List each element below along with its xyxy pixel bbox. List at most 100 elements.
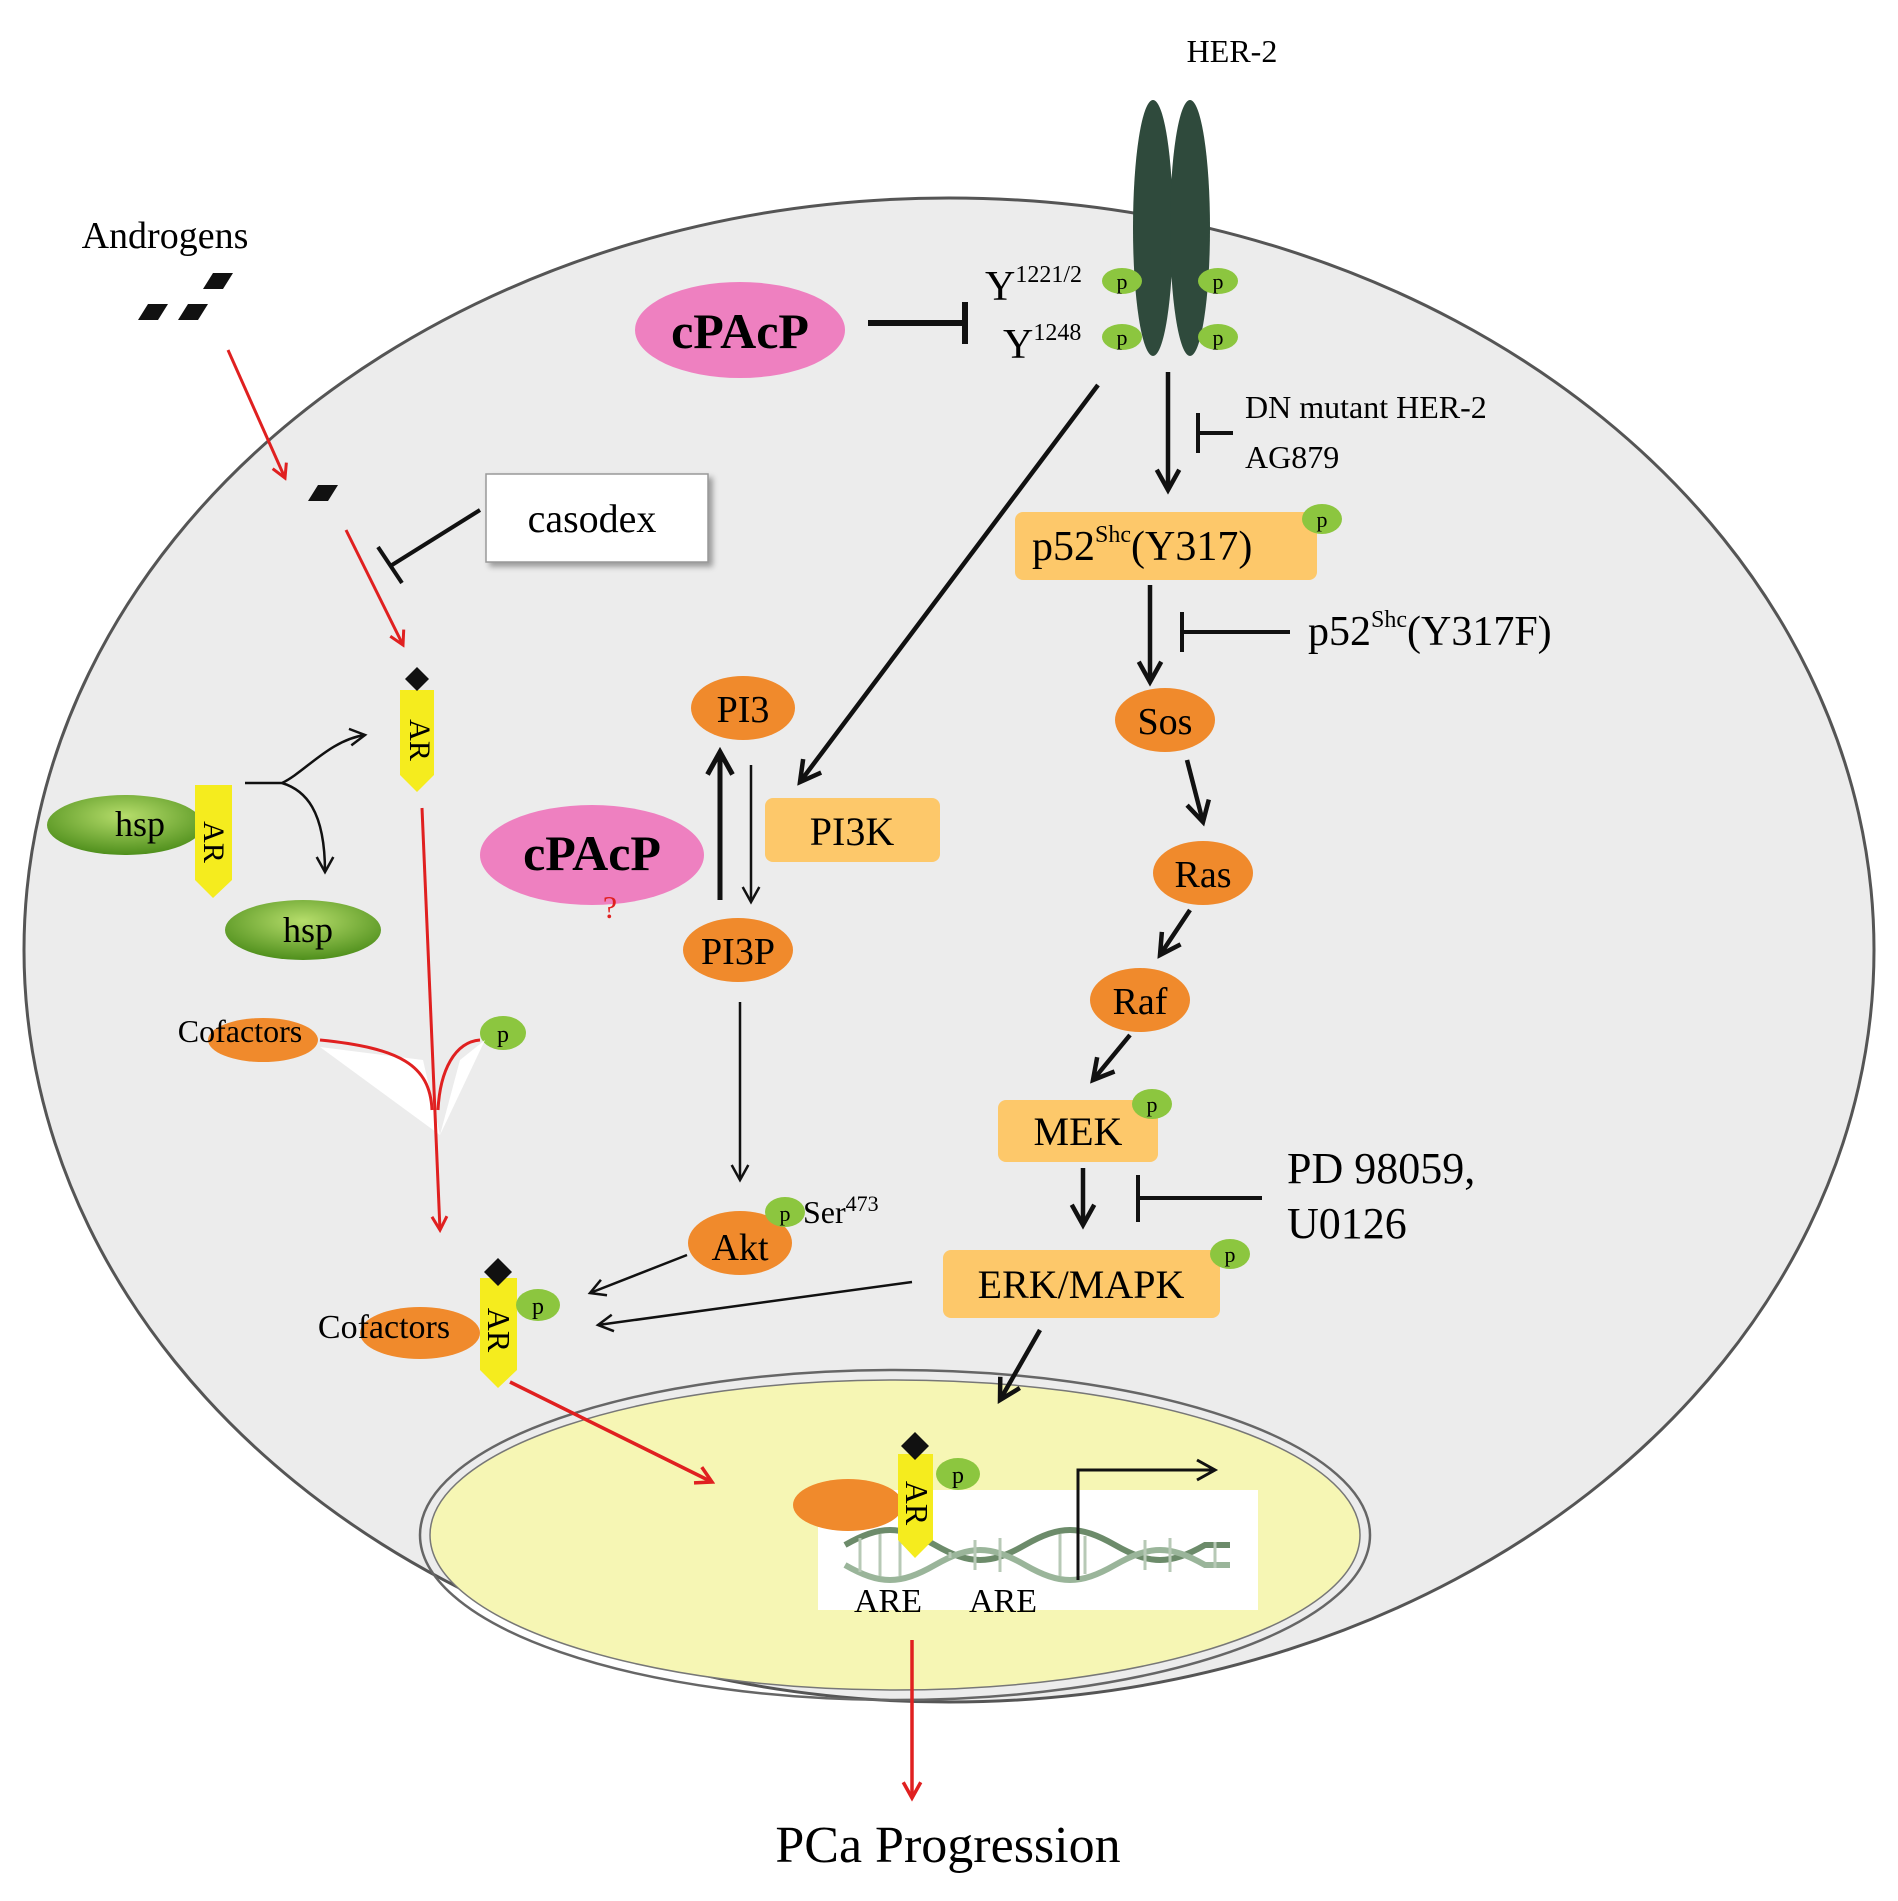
cpacp-inhibits-her2	[868, 302, 968, 344]
mek-box	[998, 1100, 1158, 1162]
casodex-box	[485, 473, 709, 563]
cpacp-top-label: cPAcP	[671, 303, 809, 359]
phospho-top	[480, 1016, 526, 1050]
y1221-label: Y1221/2	[985, 262, 1082, 310]
her2-receptor	[1133, 100, 1210, 356]
erk-to-ar-arrow	[595, 1280, 913, 1333]
dn-mutant-label-2: AG879	[1245, 439, 1339, 475]
p52shc-box	[1015, 512, 1317, 580]
erk-to-nucleus-arrow	[1000, 1328, 1042, 1400]
casodex-label: casodex	[528, 496, 657, 541]
sos-node	[1115, 688, 1215, 752]
cofactors-bottom-label: Cofactors	[318, 1309, 450, 1346]
phospho-top-label: p	[497, 1022, 509, 1048]
phospho-erk-label: p	[1225, 1242, 1236, 1267]
androgens-label: Androgens	[82, 215, 249, 257]
cofactor-merge-wedge-left	[320, 1047, 440, 1135]
pd98059-inhibits	[1136, 1175, 1262, 1222]
cpacp-mid-label: cPAcP	[523, 825, 661, 881]
svg-text:p: p	[1117, 269, 1128, 294]
hsp-free-label: hsp	[283, 910, 333, 950]
her2-phospho-sites: p p p p	[1102, 268, 1238, 350]
transcription-arrow	[1076, 1458, 1219, 1580]
phospho-erk	[1210, 1239, 1250, 1269]
cofactors-bottom-node	[360, 1307, 480, 1359]
svg-text:p: p	[1213, 269, 1224, 294]
her2-to-pi3k-arrow	[800, 383, 1100, 782]
raf-to-mek-arrow	[1093, 1033, 1132, 1080]
androgen-entry-arrow	[226, 349, 285, 478]
pi3k-label: PI3K	[810, 809, 895, 854]
her2-label: HER-2	[1187, 33, 1278, 69]
dn-mutant-label-1: DN mutant HER-2	[1245, 389, 1487, 425]
p52shc-mutant-label: p52Shc(Y317F)	[1308, 607, 1552, 655]
phospho-ar-nuclear	[936, 1458, 980, 1490]
p52-mutant-inhibits	[1180, 612, 1290, 652]
pd-label-2: U0126	[1287, 1199, 1407, 1248]
are-label-1: ARE	[854, 1583, 922, 1620]
dn-mutant-inhibits	[1196, 413, 1233, 453]
y1248-label: Y1248	[1003, 320, 1081, 368]
erk-label: ERK/MAPK	[978, 1262, 1185, 1307]
pi3p-node	[683, 918, 793, 982]
sos-label: Sos	[1138, 701, 1193, 743]
akt-label: Akt	[712, 1227, 769, 1269]
ar-nuclear-entry-arrow	[509, 1380, 712, 1482]
cpacp-mid-node	[480, 805, 704, 905]
hsp-bound-label: hsp	[115, 804, 165, 844]
androgen-to-ar-arrow	[344, 529, 403, 645]
pi3p-label: PI3P	[701, 931, 775, 973]
ser473-label: Ser473	[803, 1191, 879, 1230]
pca-progression-label: PCa Progression	[775, 1817, 1120, 1874]
phospho-p52-label: p	[1317, 507, 1328, 532]
pi3k-box	[765, 798, 940, 862]
phospho-ar-nuclear-label: p	[952, 1463, 964, 1489]
dna-helix	[843, 1527, 1230, 1583]
hsp-bound	[47, 795, 203, 855]
ras-label: Ras	[1175, 854, 1232, 896]
svg-text:p: p	[1213, 325, 1224, 350]
sos-to-ras-arrow	[1184, 759, 1203, 822]
erk-box	[943, 1250, 1220, 1318]
cpacp-top-node	[635, 282, 845, 378]
phospho-mek-label: p	[1147, 1092, 1158, 1117]
raf-node	[1090, 968, 1190, 1032]
phospho-mek	[1132, 1089, 1172, 1119]
mek-label: MEK	[1034, 1109, 1123, 1154]
raf-label: Raf	[1113, 981, 1168, 1023]
ar-hsp-complex: AR	[195, 785, 232, 898]
svg-text:AR: AR	[899, 1481, 935, 1526]
pd-label-1: PD 98059,	[1287, 1144, 1475, 1193]
ar-top: AR	[400, 667, 436, 792]
ras-node	[1153, 841, 1253, 905]
pi3-label: PI3	[717, 689, 770, 731]
nucleus-outer	[418, 1368, 1372, 1702]
akt-node	[688, 1211, 792, 1275]
cofactor-merge-wedge-right	[440, 1040, 485, 1135]
cpacp-mid-question: ?	[603, 889, 617, 925]
ar-nuclear: AR	[898, 1432, 935, 1558]
cofactors-top-node	[208, 1018, 318, 1062]
cofactors-top-label: Cofactors	[178, 1013, 302, 1049]
p52shc-label: p52Shc(Y317)	[1032, 522, 1252, 570]
phospho-p52	[1302, 504, 1342, 534]
phospho-akt	[765, 1197, 805, 1227]
phospho-ar-active-label: p	[532, 1294, 544, 1320]
svg-text:AR: AR	[481, 1308, 517, 1353]
hsp-free	[225, 900, 381, 960]
ras-to-raf-arrow	[1160, 908, 1192, 955]
ar-active: AR	[480, 1258, 517, 1388]
casodex-inhibits	[376, 508, 482, 585]
cofactor-nuclear	[793, 1479, 903, 1531]
svg-text:AR: AR	[403, 719, 436, 761]
are-label-2: ARE	[969, 1583, 1037, 1620]
svg-text:p: p	[1117, 325, 1128, 350]
ar-activation-path	[319, 807, 481, 1230]
phospho-ar-active	[516, 1289, 560, 1321]
androgen-molecules	[138, 273, 338, 501]
hsp-dissociation-arrows	[245, 727, 368, 875]
akt-to-ar-arrow	[587, 1253, 688, 1297]
svg-text:AR: AR	[197, 821, 230, 863]
pi3-node	[691, 676, 795, 740]
